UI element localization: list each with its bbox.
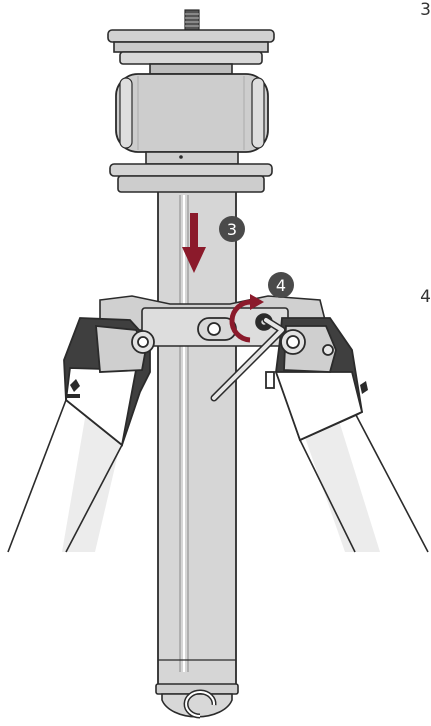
side-number-4: 4 <box>420 287 431 307</box>
hex-key-tool <box>210 316 286 402</box>
lower-platform <box>109 151 273 193</box>
callout-badge-4: 4 <box>268 272 294 298</box>
callout-badge-3: 3 <box>219 216 245 242</box>
side-number-3: 3 <box>420 0 431 20</box>
lock-knob <box>115 73 269 153</box>
leg-left <box>7 399 123 553</box>
top-platform <box>107 29 275 75</box>
leg-logo-right <box>360 381 368 394</box>
top-screw <box>184 9 200 31</box>
leg-grip-left <box>63 317 155 447</box>
callout-label-3: 3 <box>227 220 237 239</box>
leg-right <box>299 414 429 553</box>
push-down-arrow <box>182 213 206 273</box>
callout-label-4: 4 <box>276 276 286 295</box>
rotate-arrow <box>229 294 264 343</box>
leg-grip-right <box>265 317 364 442</box>
bottom-hook <box>155 683 239 719</box>
leg-logo-left <box>66 379 80 398</box>
